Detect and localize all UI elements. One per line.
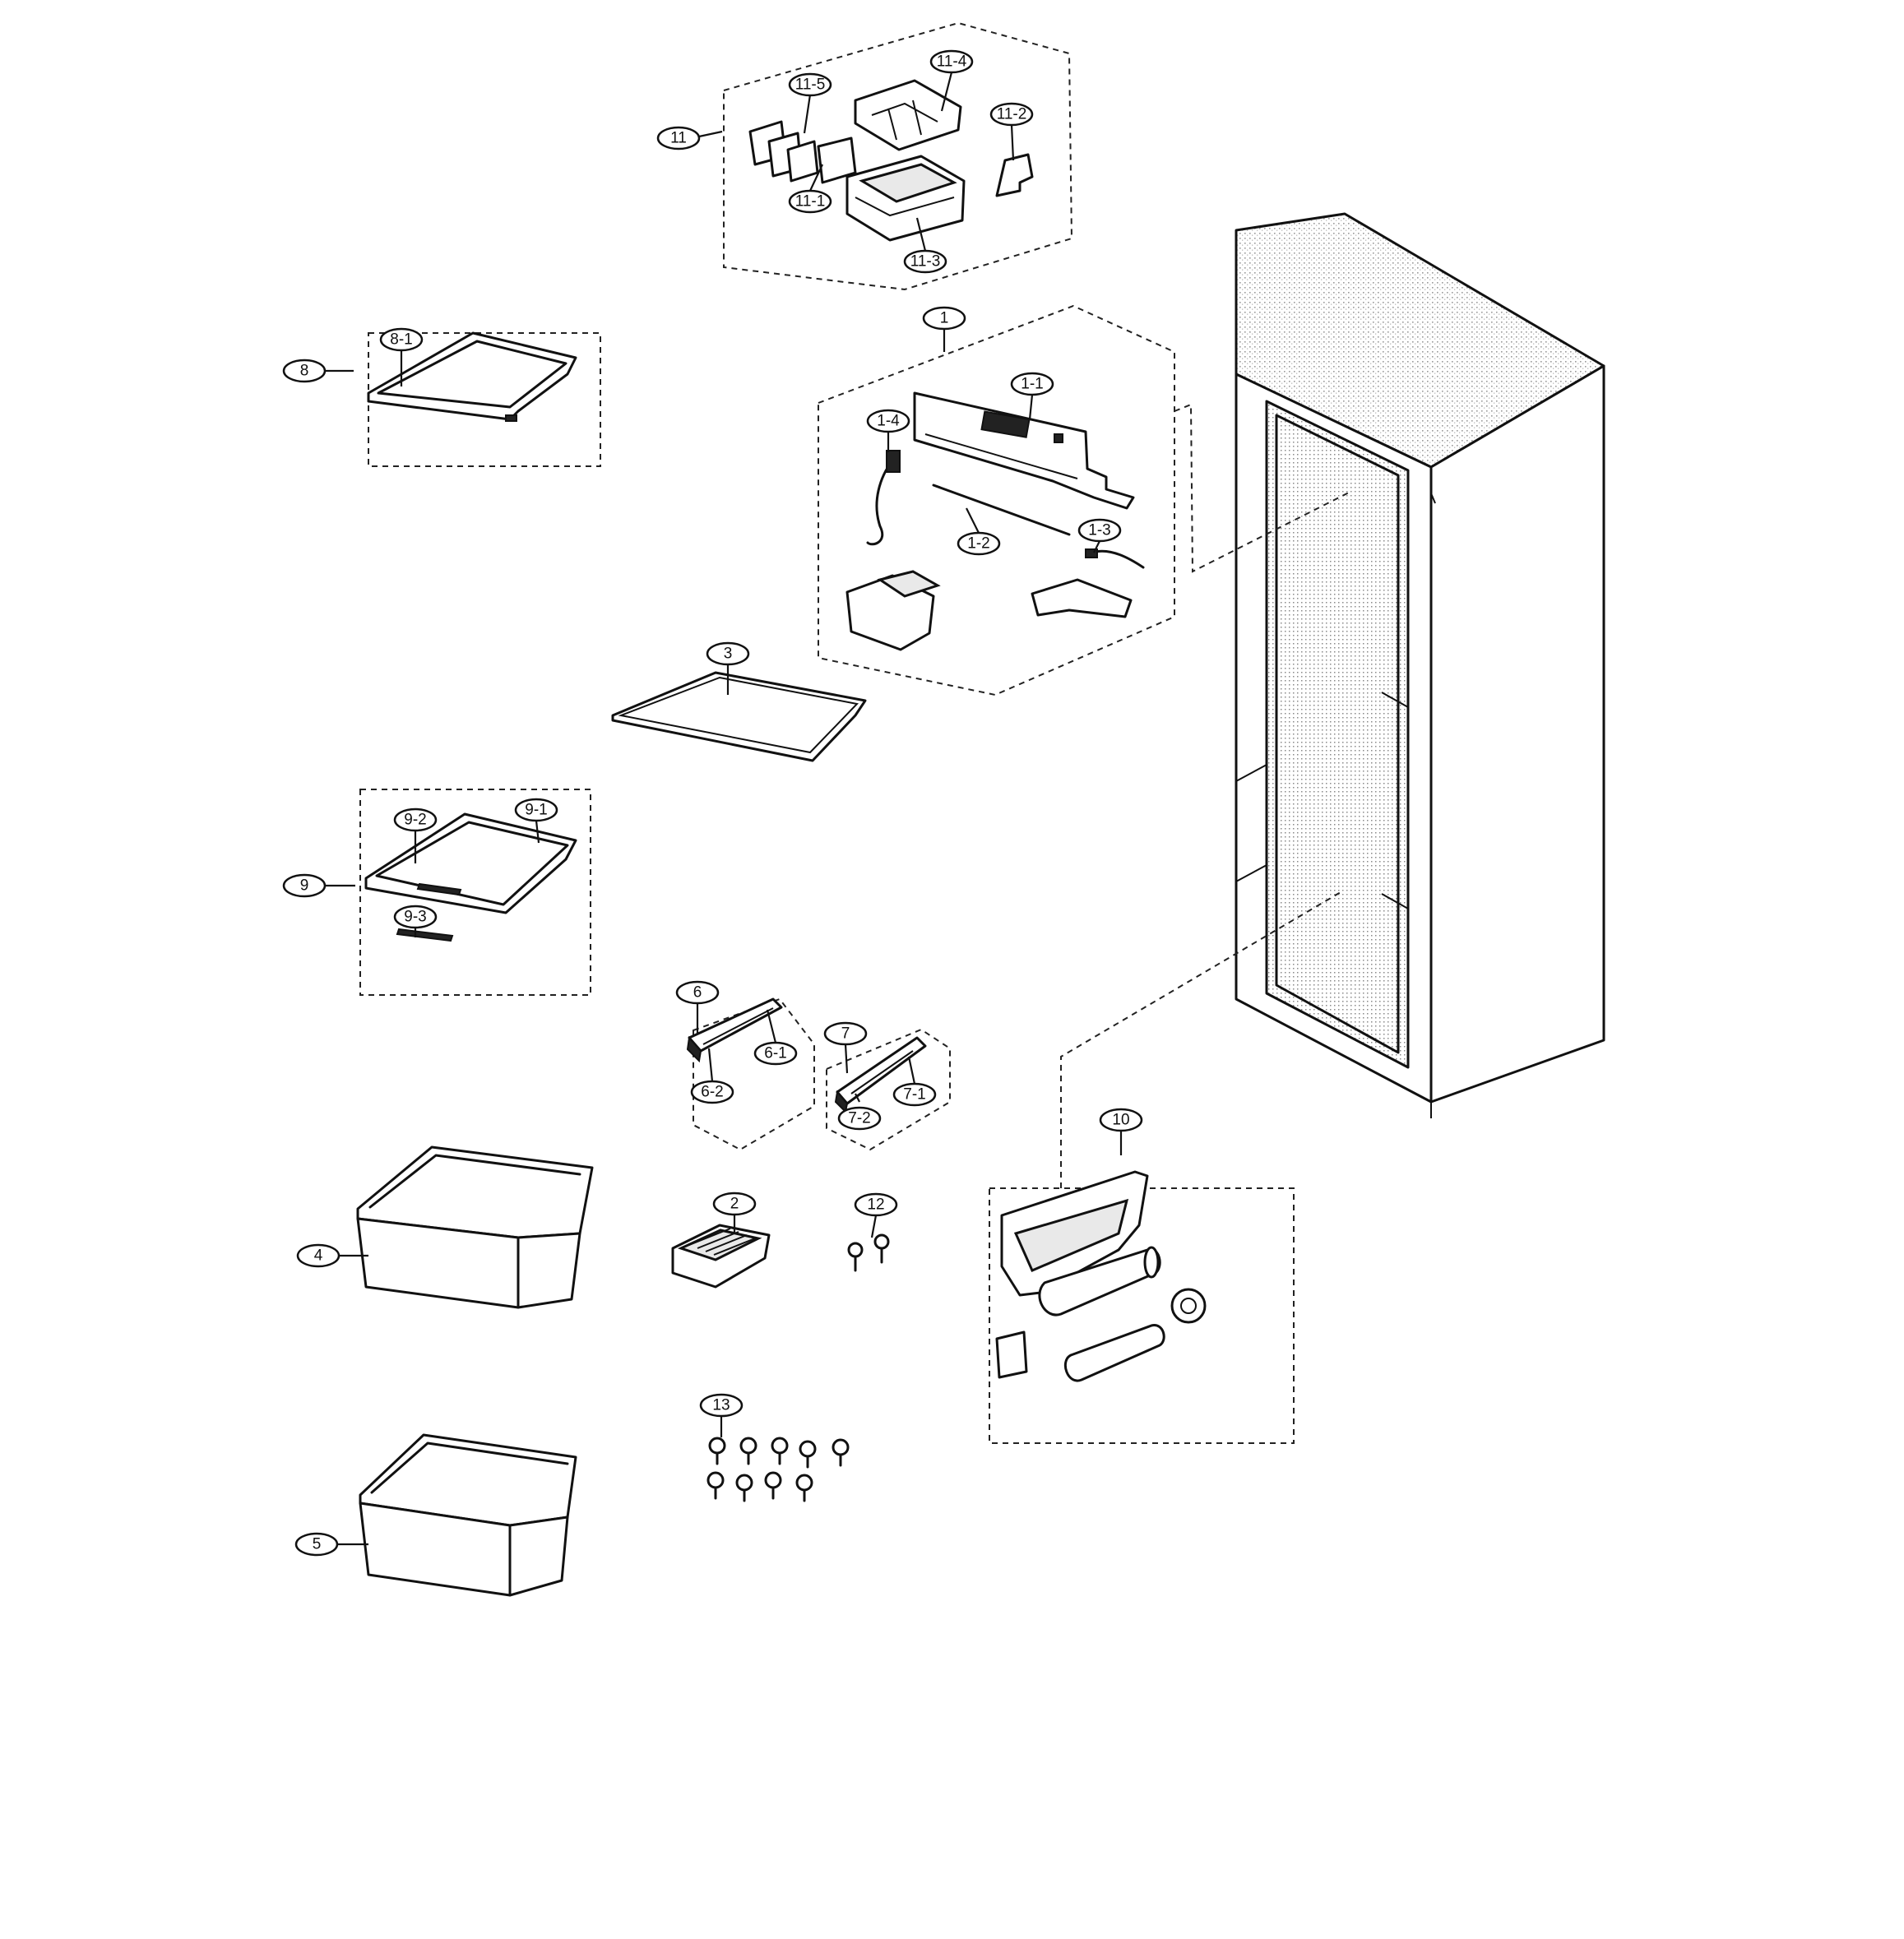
callout-5: 5 — [294, 1532, 339, 1557]
group-10-leader — [1060, 891, 1341, 1188]
svg-text:9-3: 9-3 — [404, 909, 426, 926]
svg-text:11-5: 11-5 — [795, 76, 826, 94]
svg-text:7: 7 — [841, 1025, 850, 1043]
svg-text:5: 5 — [313, 1536, 322, 1553]
svg-text:1-1: 1-1 — [1021, 376, 1043, 393]
group-7-box — [826, 1028, 951, 1151]
callout-9-3: 9-3 — [393, 905, 438, 929]
callout-9-2: 9-2 — [393, 808, 438, 832]
callout-10: 10 — [1099, 1108, 1143, 1132]
callout-11: 11 — [656, 126, 701, 150]
part-12-screws — [847, 1233, 890, 1272]
svg-text:8-1: 8-1 — [390, 331, 412, 349]
callout-1-3: 1-3 — [1077, 518, 1122, 543]
callout-1-4: 1-4 — [866, 409, 910, 433]
callout-2: 2 — [712, 1192, 757, 1216]
callout-11-5: 11-5 — [788, 72, 832, 97]
callout-leaders — [325, 72, 1123, 1546]
svg-text:9: 9 — [300, 877, 309, 895]
svg-text:11-4: 11-4 — [937, 53, 967, 71]
part-10-assembly — [995, 1170, 1207, 1382]
part-13-screws — [706, 1437, 850, 1502]
part-2-grille — [671, 1224, 771, 1289]
group-10-box — [989, 1187, 1295, 1444]
group-9-box — [359, 789, 591, 996]
callout-9-1: 9-1 — [514, 798, 558, 822]
group-1-box — [818, 304, 1175, 696]
callout-1-1: 1-1 — [1010, 372, 1054, 396]
part-6-rail — [686, 997, 783, 1063]
callout-9: 9 — [282, 873, 327, 898]
part-11-assembly — [748, 79, 1034, 242]
svg-text:1-3: 1-3 — [1088, 522, 1110, 539]
callout-4: 4 — [296, 1243, 340, 1268]
svg-text:10: 10 — [1112, 1112, 1129, 1129]
svg-text:1-4: 1-4 — [877, 413, 900, 430]
refrigerator-cabinet — [1235, 212, 1605, 1118]
part-7-rail — [834, 1036, 927, 1114]
svg-text:2: 2 — [730, 1196, 739, 1213]
svg-text:4: 4 — [314, 1247, 323, 1265]
callout-7: 7 — [823, 1021, 868, 1046]
callout-11-4: 11-4 — [929, 49, 974, 74]
callout-13: 13 — [699, 1393, 744, 1418]
svg-text:1: 1 — [940, 310, 949, 327]
group-11-box — [723, 21, 1073, 291]
part-1-assembly — [845, 391, 1145, 651]
svg-text:7-2: 7-2 — [848, 1110, 870, 1127]
callout-12: 12 — [854, 1192, 898, 1217]
part-8-shelf — [367, 331, 577, 422]
svg-text:12: 12 — [867, 1196, 884, 1214]
part-9-shelf — [364, 812, 577, 942]
callout-11-1: 11-1 — [788, 189, 832, 214]
callout-6-1: 6-1 — [753, 1041, 798, 1066]
svg-text:6-2: 6-2 — [701, 1084, 723, 1101]
group-1-leader — [1174, 403, 1351, 573]
part-3-cover — [611, 671, 867, 762]
svg-text:6-1: 6-1 — [764, 1045, 786, 1062]
svg-text:11-1: 11-1 — [795, 193, 826, 211]
svg-text:3: 3 — [724, 646, 733, 663]
svg-text:7-1: 7-1 — [903, 1086, 925, 1104]
callout-1: 1 — [922, 306, 966, 331]
group-boxes — [359, 21, 1351, 1444]
svg-text:11: 11 — [670, 130, 687, 147]
group-8-box — [368, 332, 601, 467]
callout-6: 6 — [675, 980, 720, 1005]
svg-text:11-2: 11-2 — [997, 106, 1027, 123]
callout-3: 3 — [706, 641, 750, 666]
callout-6-2: 6-2 — [690, 1080, 734, 1104]
callout-8: 8 — [282, 359, 327, 383]
svg-text:11-3: 11-3 — [910, 253, 941, 271]
callout-11-2: 11-2 — [989, 102, 1034, 127]
callout-8-1: 8-1 — [379, 327, 424, 352]
svg-text:6: 6 — [693, 984, 702, 1002]
callout-11-3: 11-3 — [903, 249, 947, 274]
svg-text:9-1: 9-1 — [525, 802, 547, 819]
svg-text:9-2: 9-2 — [404, 812, 426, 829]
part-4-drawer — [356, 1145, 594, 1309]
callout-7-1: 7-1 — [892, 1082, 937, 1107]
callout-7-2: 7-2 — [837, 1106, 882, 1131]
svg-text:13: 13 — [712, 1397, 730, 1414]
part-5-drawer — [359, 1433, 577, 1597]
svg-text:1-2: 1-2 — [967, 535, 989, 553]
svg-text:8: 8 — [300, 363, 309, 380]
callout-1-2: 1-2 — [957, 531, 1001, 556]
